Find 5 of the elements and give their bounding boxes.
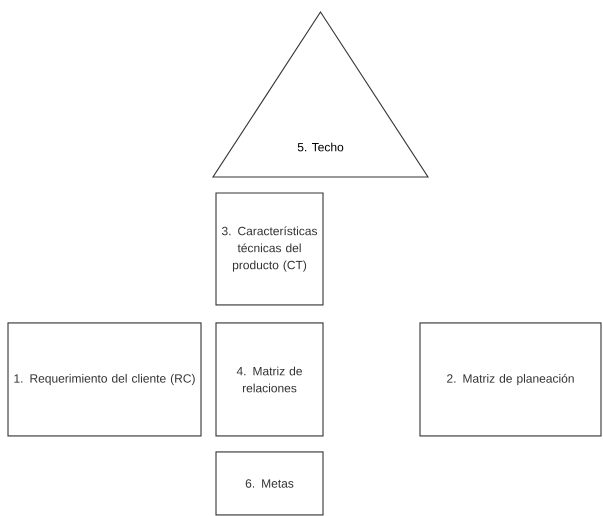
section-box: 6. Metas bbox=[215, 451, 324, 516]
section-box: 4. Matriz de relaciones bbox=[215, 322, 324, 437]
section-box: 2. Matriz de planeación bbox=[419, 322, 602, 437]
section-box: 3. Características técnicas del producto (CT) bbox=[215, 192, 324, 306]
section-box: 1. Requerimiento del cliente (RC) bbox=[7, 322, 202, 437]
